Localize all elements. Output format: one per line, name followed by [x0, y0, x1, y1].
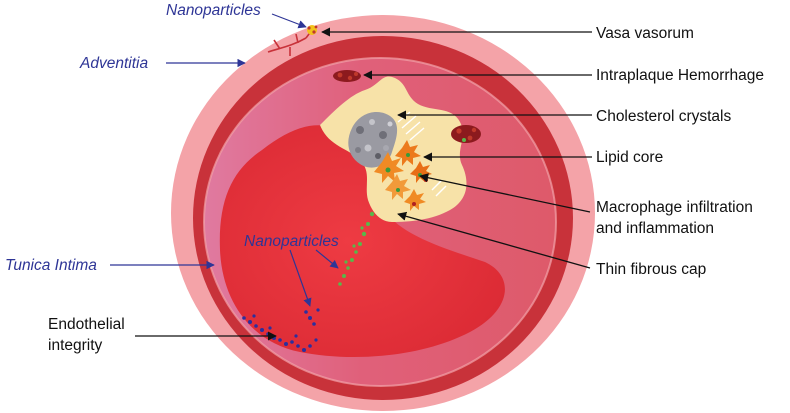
label-macrophage-line1: Macrophage infiltration: [596, 199, 753, 216]
label-macrophage-line2: and inflammation: [596, 220, 714, 237]
macrophages: [374, 140, 432, 211]
intraplaque-hemorrhage: [333, 70, 481, 143]
label-endothelial-line1: Endothelial: [48, 316, 125, 333]
label-nanoparticles-top: Nanoparticles: [166, 2, 261, 19]
nanoparticles-green: [338, 211, 375, 286]
label-lipid-core: Lipid core: [596, 149, 663, 166]
internal-elastic-lamina: [203, 57, 557, 387]
lipid-plaque: [320, 76, 467, 222]
label-vasa-vasorum: Vasa vasorum: [596, 25, 694, 42]
nanoparticles-blue: [242, 308, 320, 352]
label-thin-fibrous-cap: Thin fibrous cap: [596, 261, 706, 278]
label-tunica-intima: Tunica Intima: [5, 257, 97, 274]
label-nanoparticles-inner: Nanoparticles: [244, 233, 339, 250]
blue-pointers: [110, 13, 339, 307]
black-pointers: [135, 27, 592, 341]
label-adventitia: Adventitia: [79, 55, 148, 72]
label-intraplaque-hemorrhage: Intraplaque Hemorrhage: [596, 67, 764, 84]
vasa-nanoparticles: [307, 25, 318, 35]
label-endothelial-line2: integrity: [48, 337, 103, 354]
label-cholesterol-crystals: Cholesterol crystals: [596, 108, 731, 125]
vessel-lumen: [219, 125, 505, 358]
